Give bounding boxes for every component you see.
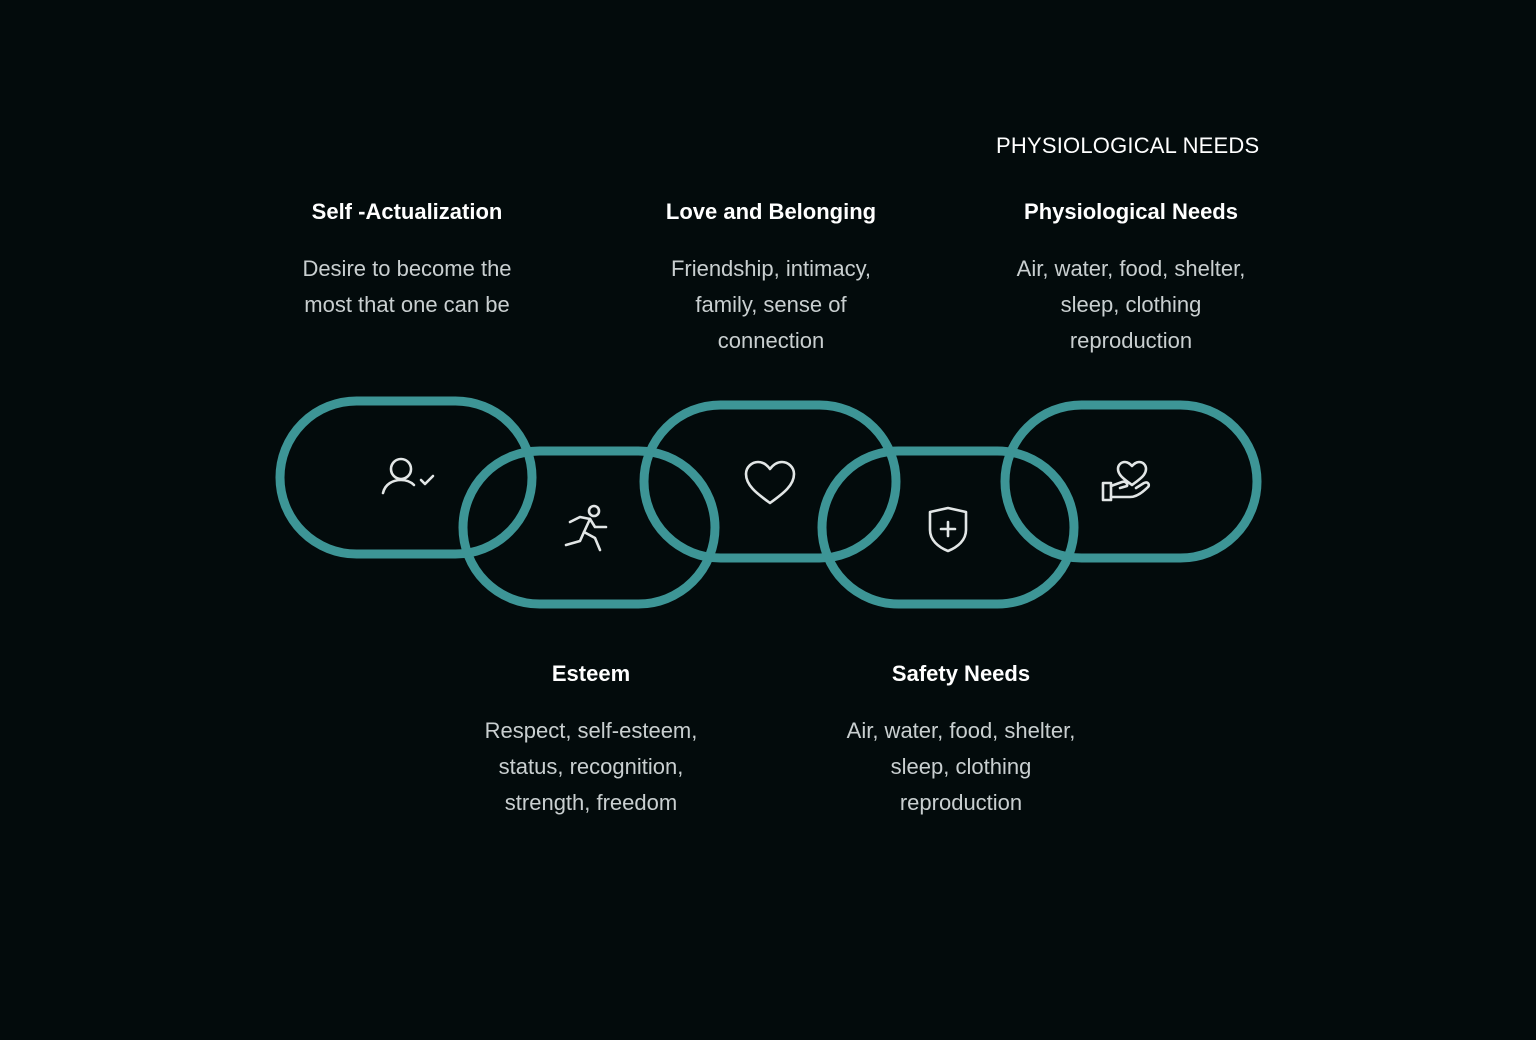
step-description: Friendship, intimacy, family, sense of c…	[631, 251, 911, 359]
desc-line: sleep, clothing	[1060, 292, 1202, 317]
desc-line: most that one can be	[304, 292, 510, 317]
desc-line: strength, freedom	[504, 790, 678, 815]
desc-line: Desire to become the	[302, 256, 512, 281]
desc-line: family, sense of	[695, 292, 847, 317]
desc-line: reproduction	[1069, 328, 1193, 353]
ring-physiological	[1000, 400, 1262, 563]
shield-plus-icon	[928, 506, 968, 553]
running-person-icon	[564, 504, 608, 552]
heart-icon	[744, 460, 796, 505]
step-title: Physiological Needs	[1024, 199, 1238, 224]
desc-line: Friendship, intimacy,	[670, 256, 872, 281]
ring-esteem	[458, 446, 720, 609]
step-description: Respect, self-esteem, status, recognitio…	[451, 713, 731, 821]
corner-heading: PHYSIOLOGICAL NEEDS	[996, 133, 1260, 158]
desc-line: status, recognition,	[498, 754, 684, 779]
desc-line: Air, water, food, shelter,	[1016, 256, 1246, 281]
step-title: Love and Belonging	[665, 199, 877, 224]
desc-line: Air, water, food, shelter,	[846, 718, 1076, 743]
ring-love-belonging	[639, 400, 901, 563]
step-description: Air, water, food, shelter, sleep, clothi…	[821, 713, 1101, 821]
step-physiological-needs: Physiological Needs Air, water, food, sh…	[991, 197, 1271, 359]
step-description: Air, water, food, shelter, sleep, clothi…	[991, 251, 1271, 359]
step-love-belonging: Love and Belonging Friendship, intimacy,…	[631, 197, 911, 359]
step-self-actualization: Self -Actualization Desire to become the…	[267, 197, 547, 323]
ring-safety	[817, 446, 1079, 609]
step-title: Self -Actualization	[311, 199, 503, 224]
desc-line: sleep, clothing	[890, 754, 1032, 779]
desc-line: Respect, self-esteem,	[484, 718, 698, 743]
step-esteem: Esteem Respect, self-esteem, status, rec…	[451, 659, 731, 821]
ring-self-actualization	[275, 396, 537, 559]
step-title: Esteem	[551, 661, 631, 686]
desc-line: connection	[717, 328, 825, 353]
desc-line: reproduction	[899, 790, 1023, 815]
step-safety-needs: Safety Needs Air, water, food, shelter, …	[821, 659, 1101, 821]
step-title: Safety Needs	[891, 661, 1031, 686]
hand-heart-icon	[1101, 460, 1151, 502]
step-description: Desire to become the most that one can b…	[267, 251, 547, 323]
user-check-icon	[381, 457, 435, 495]
